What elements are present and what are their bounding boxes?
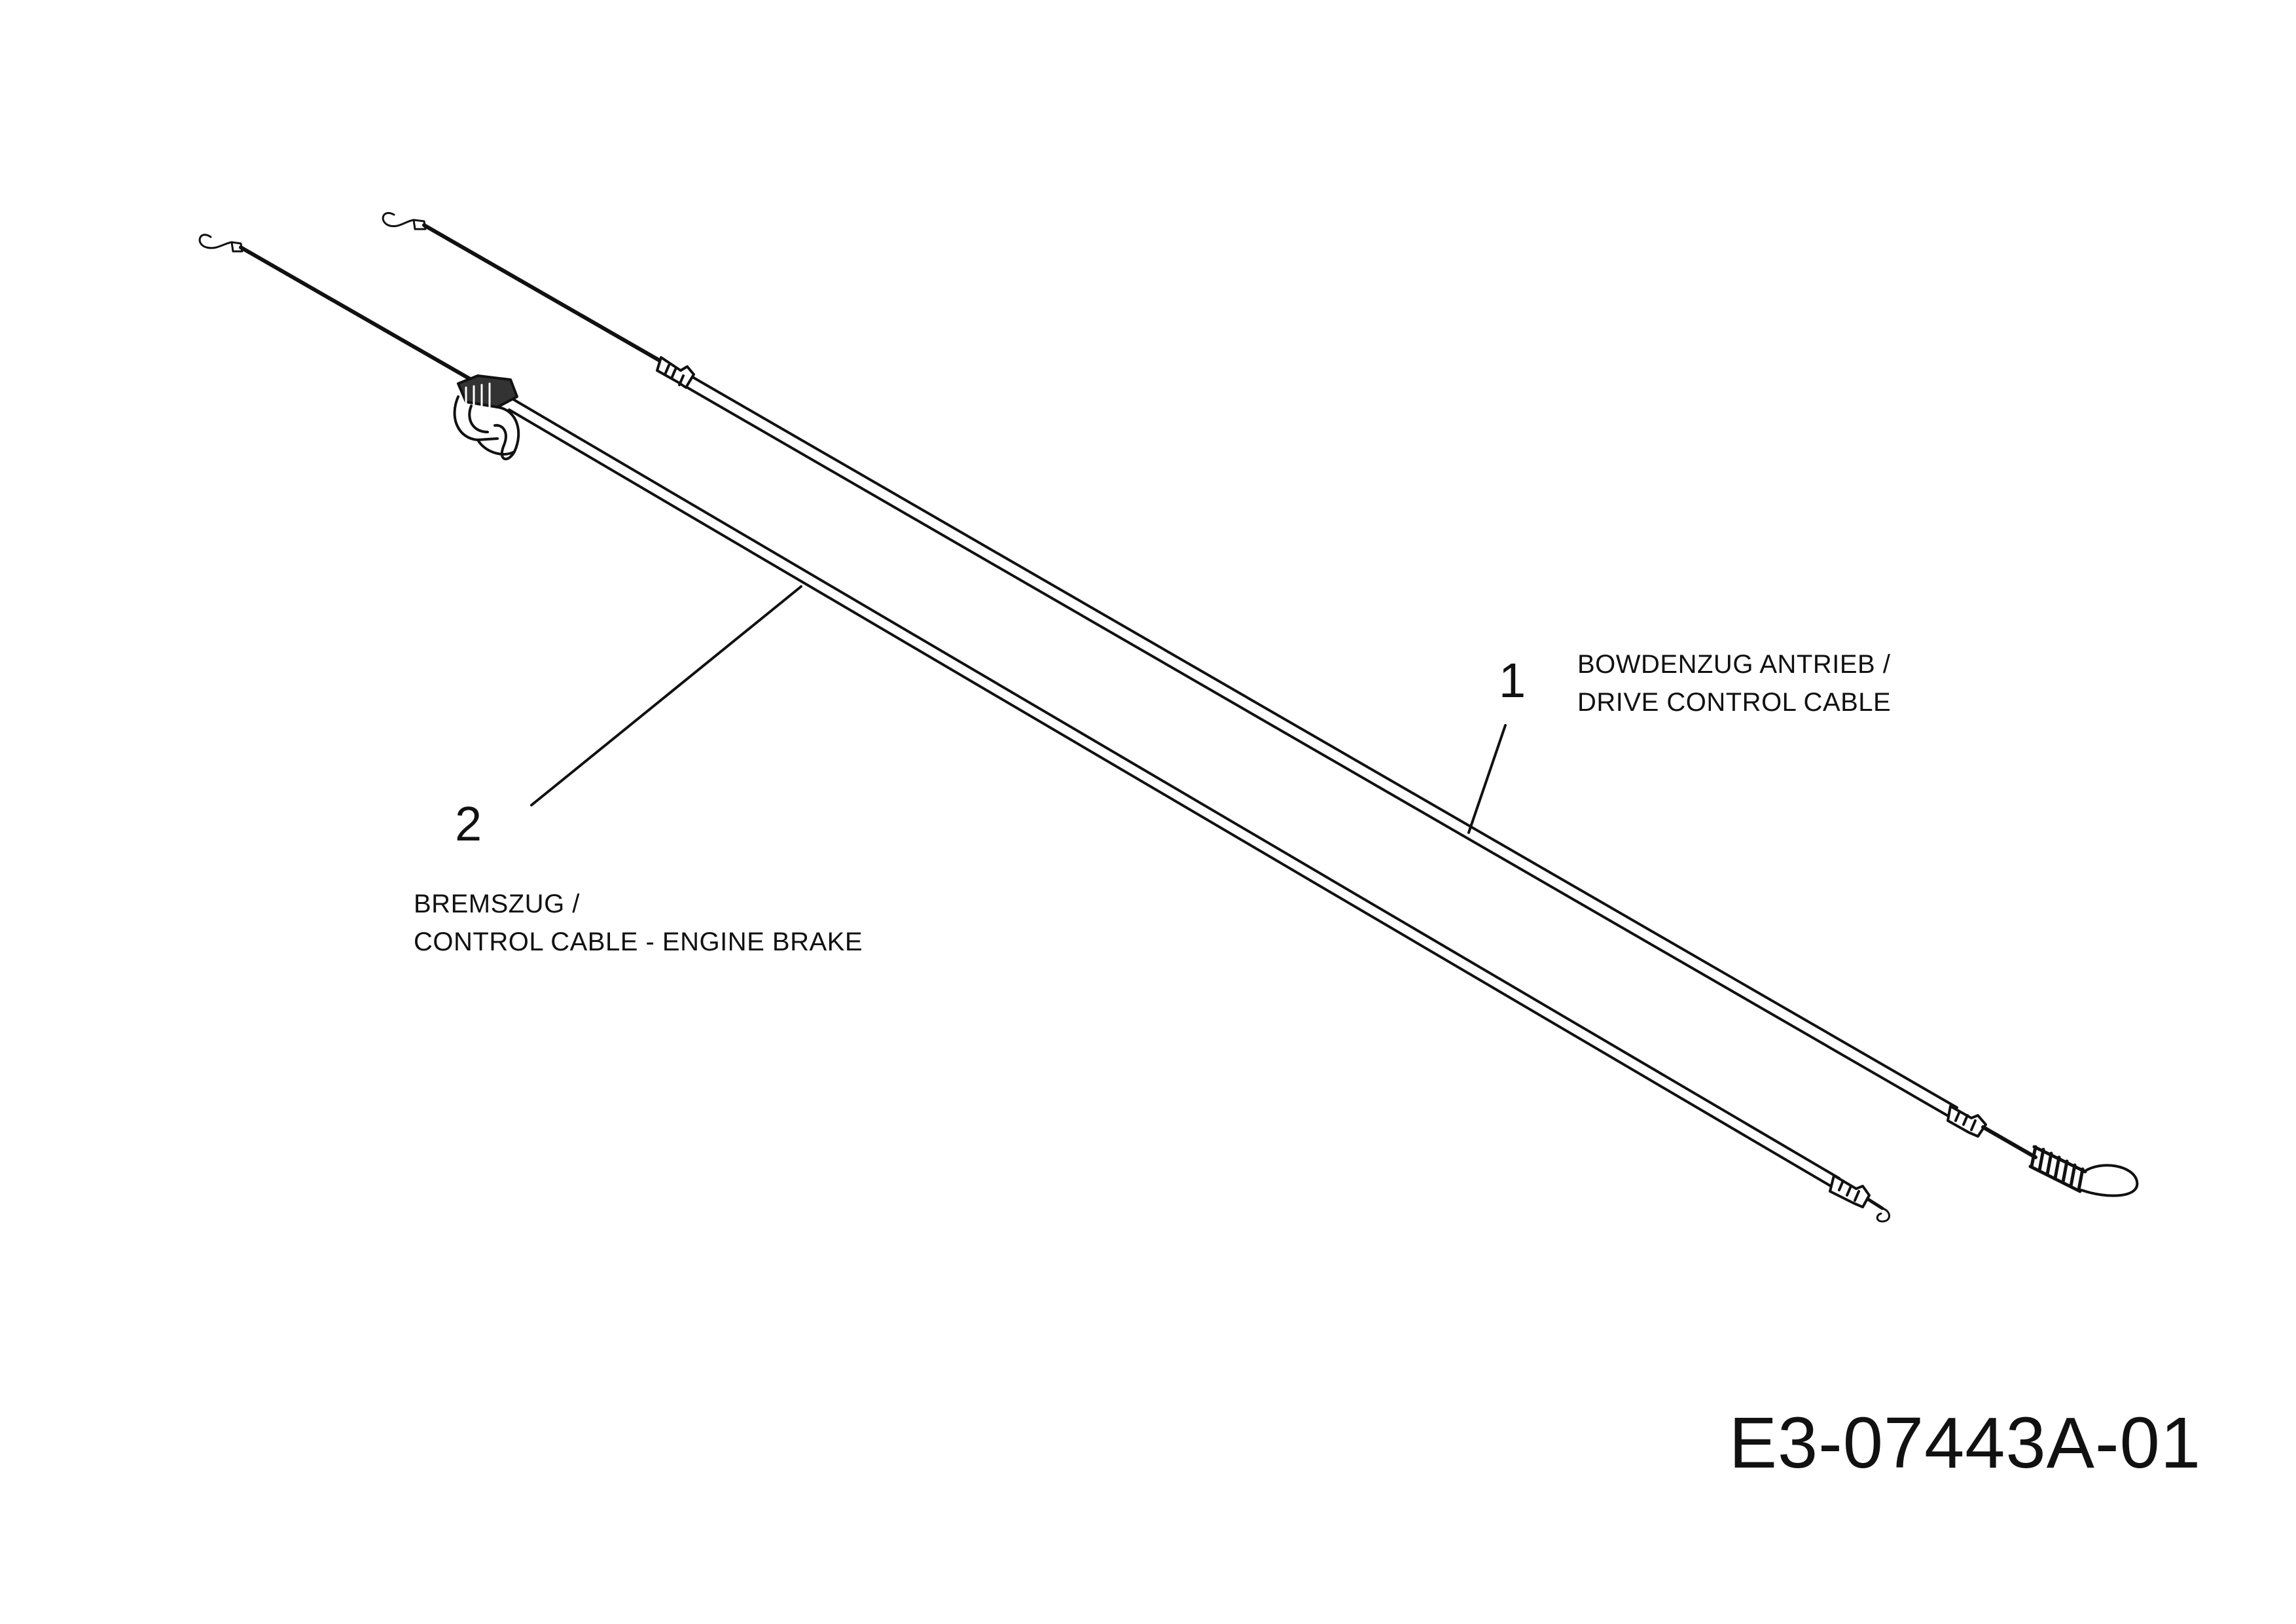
engine-brake-cable [198,234,1890,1223]
part-number-1: 1 [1499,653,1526,708]
brake-cable-top-hook [198,234,243,253]
leader-line-2 [530,585,802,806]
drive-cable-spring [2028,1145,2087,1193]
drive-cable-inner-wire [422,223,663,363]
brake-cable-sheath [508,398,1840,1190]
drive-cable-sheath [686,376,1958,1119]
part-label-2-de: BREMSZUG / [414,890,580,918]
brake-cable-inner-wire [239,245,473,382]
part-label-1-en: DRIVE CONTROL CABLE [1577,688,1892,717]
drive-cable-top-hook [382,212,427,230]
part-label-2-en: CONTROL CABLE - ENGINE BRAKE [414,928,863,956]
part-label-2: BREMSZUG / CONTROL CABLE - ENGINE BRAKE [414,885,863,961]
leader-line-1 [1467,724,1507,834]
brake-cable-clip [453,374,520,461]
drive-control-cable [382,212,2139,1197]
part-label-1-de: BOWDENZUG ANTRIEB / [1577,650,1891,679]
brake-cable-end-hook [1866,1197,1890,1223]
drive-cable-upper-ferrule [656,356,695,389]
drive-cable-end-loop [2080,1164,2139,1197]
drive-cable-lower-wire [1981,1125,2037,1159]
part-label-1: BOWDENZUG ANTRIEB / DRIVE CONTROL CABLE [1577,645,1891,721]
drawing-id: E3-07443A-01 [1729,1403,2201,1483]
brake-cable-lower-ferrule [1829,1174,1871,1208]
drive-cable-lower-ferrule [1946,1105,1987,1138]
part-number-2: 2 [455,797,482,851]
